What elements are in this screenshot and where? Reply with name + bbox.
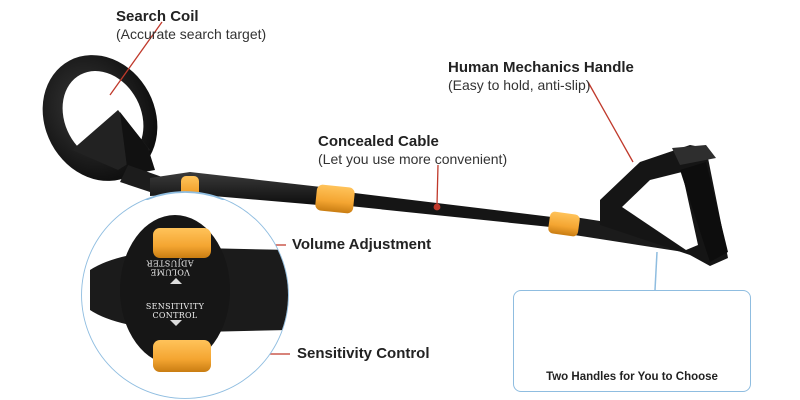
cable-callout: Concealed Cable (Let you use more conven… [318, 133, 507, 168]
volume-adjustment-label: Volume Adjustment [292, 236, 432, 253]
sensitivity-knob-text: SENSITIVITY CONTROL [140, 302, 210, 320]
handles-choice-caption: Two Handles for You to Choose [546, 371, 718, 383]
handle-image [600, 145, 728, 266]
search-coil-image [42, 55, 165, 192]
volume-knob-line1: VOLUME [150, 267, 190, 277]
cable-subtitle: (Let you use more convenient) [318, 151, 508, 167]
volume-knob-text: VOLUME ADJUSTER [140, 258, 200, 276]
handle-title: Human Mechanics Handle [448, 59, 634, 76]
cable-title: Concealed Cable [318, 133, 439, 150]
sensitivity-knob-line1: SENSITIVITY [145, 302, 205, 311]
search-coil-subtitle: (Accurate search target) [116, 26, 267, 42]
sensitivity-control-label: Sensitivity Control [297, 345, 430, 362]
search-coil-callout: Search Coil (Accurate search target) [116, 8, 266, 43]
sensitivity-knob-line2: CONTROL [152, 311, 198, 321]
handles-choice-box: Two Handles for You to Choose [513, 290, 751, 392]
search-coil-pointer [109, 21, 163, 96]
volume-knob-line2: ADJUSTER [146, 258, 194, 268]
handle-callout: Human Mechanics Handle (Easy to hold, an… [448, 59, 634, 94]
handle-subtitle: (Easy to hold, anti-slip) [448, 77, 591, 93]
cable-pointer [436, 164, 439, 206]
knob-closeup-image [81, 191, 289, 399]
search-coil-title: Search Coil [116, 8, 199, 25]
handle-pointer [587, 81, 634, 163]
